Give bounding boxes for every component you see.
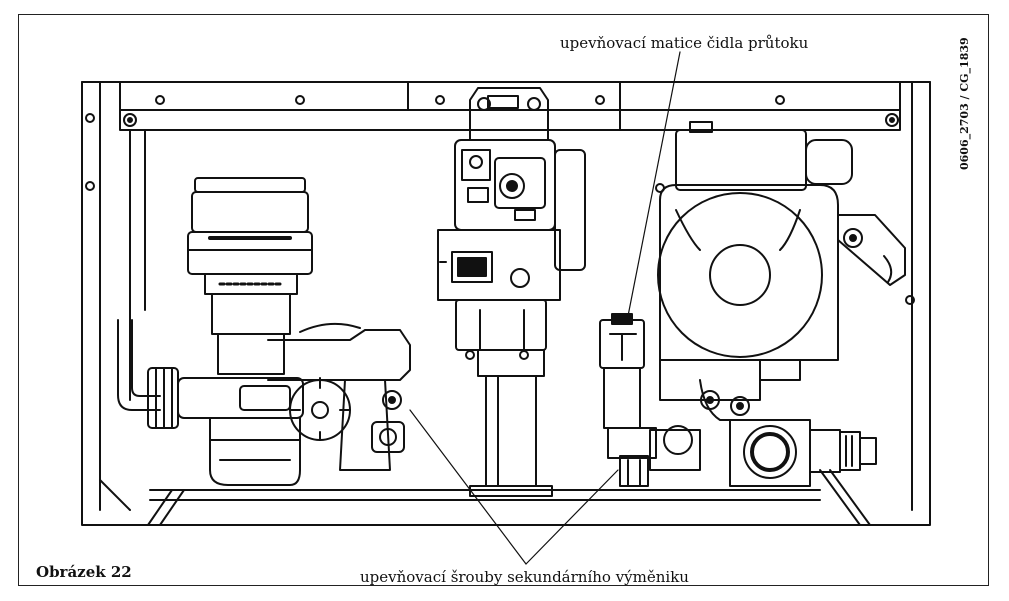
flow-sensor <box>599 183 665 487</box>
boiler-chassis <box>81 81 931 526</box>
left-inlet-pipe <box>117 319 179 429</box>
heat-exchanger-screws-label: upevňovací šrouby sekundárního výměniku <box>360 568 689 586</box>
gas-valve <box>437 87 586 497</box>
diverter-valve-actuator <box>177 177 411 486</box>
circulation-pump <box>649 121 906 487</box>
figure-code: 0606_2703 / CG_1839 <box>958 37 971 170</box>
callout-leaders <box>409 51 681 565</box>
figure-caption: Obrázek 22 <box>36 563 132 581</box>
flow-sensor-nut-label: upevňovací matice čidla průtoku <box>560 34 809 52</box>
